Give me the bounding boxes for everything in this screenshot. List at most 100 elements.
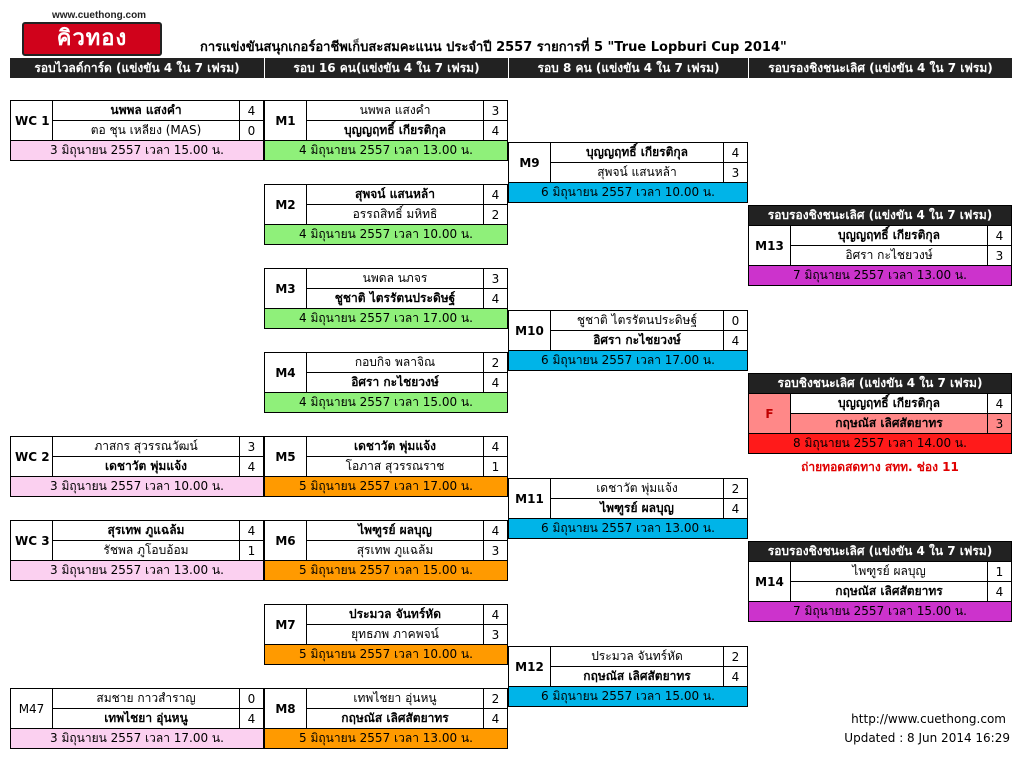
match-date: 6 มิถุนายน 2557 เวลา 17.00 น. xyxy=(508,350,748,371)
match-id: M4 xyxy=(264,352,307,393)
score: 4 xyxy=(987,225,1012,246)
player-name: กฤษณัส เลิศสัตยาทร xyxy=(550,666,724,687)
player-name: ไพฑูรย์ ผลบุญ xyxy=(306,520,484,541)
match-id: M14 xyxy=(748,561,791,602)
match-date: 3 มิถุนายน 2557 เวลา 17.00 น. xyxy=(10,728,264,749)
round-label: รอบรองชิงชนะเลิศ (แข่งขัน 4 ใน 7 เฟรม) xyxy=(748,541,1012,562)
match-id: M10 xyxy=(508,310,551,351)
player-name: กฤษณัส เลิศสัตยาทร xyxy=(306,708,484,729)
match-date: 8 มิถุนายน 2557 เวลา 14.00 น. xyxy=(748,433,1012,454)
match-wc1: WC 1 นพพล แสงคำ 4 ตอ ชุน เหลียง (MAS) 0 … xyxy=(10,100,264,161)
score: 4 xyxy=(723,498,748,519)
match-date: 4 มิถุนายน 2557 เวลา 10.00 น. xyxy=(264,224,508,245)
match-id: M2 xyxy=(264,184,307,225)
match-id: M6 xyxy=(264,520,307,561)
score: 4 xyxy=(239,520,264,541)
match-date: 5 มิถุนายน 2557 เวลา 13.00 น. xyxy=(264,728,508,749)
match-m1: M1 นพพล แสงคำ 3 บุญญฤทธิ์ เกียรติกุล 4 4… xyxy=(264,100,508,161)
player-name: นพดล นภจร xyxy=(306,268,484,289)
match-date: 7 มิถุนายน 2557 เวลา 13.00 น. xyxy=(748,265,1012,286)
player-name: ประมวล จันทร์หัด xyxy=(550,646,724,667)
match-date: 7 มิถุนายน 2557 เวลา 15.00 น. xyxy=(748,601,1012,622)
player-name: เดชาวัต พุ่มแจ้ง xyxy=(550,478,724,499)
player-name: ประมวล จันทร์หัด xyxy=(306,604,484,625)
score: 4 xyxy=(723,142,748,163)
match-m3: M3 นพดล นภจร 3 ชูชาติ ไตรรัตนประดิษฐ์ 4 … xyxy=(264,268,508,329)
footer-updated: Updated : 8 Jun 2014 16:29 xyxy=(844,731,1010,745)
player-name: สุพจน์ แสนหล้า xyxy=(550,162,724,183)
match-id: M7 xyxy=(264,604,307,645)
score: 3 xyxy=(723,162,748,183)
player-name: สุรเทพ ภูแฉล้ม xyxy=(52,520,240,541)
player-name: บุญญฤทธิ์ เกียรติกุล xyxy=(550,142,724,163)
logo-url: www.cuethong.com xyxy=(52,10,147,21)
player-name: สุพจน์ แสนหล้า xyxy=(306,184,484,205)
player-name: เดชาวัต พุ่มแจ้ง xyxy=(52,456,240,477)
player-name: ชูชาติ ไตรรัตนประดิษฐ์ xyxy=(306,288,484,309)
match-m11: M11 เดชาวัต พุ่มแจ้ง 2 ไพฑูรย์ ผลบุญ 4 6… xyxy=(508,478,748,539)
score: 4 xyxy=(483,288,508,309)
player-name: ชูชาติ ไตรรัตนประดิษฐ์ xyxy=(550,310,724,331)
player-name: กฤษณัส เลิศสัตยาทร xyxy=(790,413,988,434)
match-date: 6 มิถุนายน 2557 เวลา 15.00 น. xyxy=(508,686,748,707)
header-wildcard: รอบไวลด์การ์ด (แข่งขัน 4 ใน 7 เฟรม) xyxy=(10,58,264,78)
match-date: 4 มิถุนายน 2557 เวลา 13.00 น. xyxy=(264,140,508,161)
match-date: 6 มิถุนายน 2557 เวลา 13.00 น. xyxy=(508,518,748,539)
player-name: สมชาย กาวสำราญ xyxy=(52,688,240,709)
match-date: 4 มิถุนายน 2557 เวลา 15.00 น. xyxy=(264,392,508,413)
broadcast-note: ถ่ายทอดสดทาง สทท. ช่อง 11 xyxy=(801,460,959,474)
footer-url[interactable]: http://www.cuethong.com xyxy=(851,712,1006,726)
score: 2 xyxy=(483,204,508,225)
player-name: บุญญฤทธิ์ เกียรติกุล xyxy=(306,120,484,141)
score: 0 xyxy=(723,310,748,331)
score: 3 xyxy=(483,624,508,645)
score: 4 xyxy=(239,708,264,729)
score: 4 xyxy=(483,436,508,457)
match-id: M13 xyxy=(748,225,791,266)
player-name: เทพไชยา อุ่นหนู xyxy=(306,688,484,709)
player-name: ไพฑูรย์ ผลบุญ xyxy=(790,561,988,582)
score: 2 xyxy=(723,478,748,499)
player-name: เดชาวัต พุ่มแจ้ง xyxy=(306,436,484,457)
logo-mark: คิวทอง xyxy=(22,22,162,56)
player-name: นพพล แสงคำ xyxy=(306,100,484,121)
match-m8: M8 เทพไชยา อุ่นหนู 2 กฤษณัส เลิศสัตยาทร … xyxy=(264,688,508,749)
match-id: M47 xyxy=(10,688,53,729)
match-m10: M10 ชูชาติ ไตรรัตนประดิษฐ์ 0 อิศรา กะไชย… xyxy=(508,310,748,371)
score: 2 xyxy=(483,688,508,709)
match-m2: M2 สุพจน์ แสนหล้า 4 อรรถสิทธิ์ มหิทธิ 2 … xyxy=(264,184,508,245)
match-id: M12 xyxy=(508,646,551,687)
match-date: 4 มิถุนายน 2557 เวลา 17.00 น. xyxy=(264,308,508,329)
score: 3 xyxy=(239,436,264,457)
player-name: โอภาส สุวรรณราช xyxy=(306,456,484,477)
match-date: 3 มิถุนายน 2557 เวลา 15.00 น. xyxy=(10,140,264,161)
match-id: WC 3 xyxy=(10,520,53,561)
match-id: F xyxy=(748,393,791,434)
score: 4 xyxy=(986,393,1013,414)
player-name: กอบกิจ พลาจิณ xyxy=(306,352,484,373)
header-round8: รอบ 8 คน (แข่งขัน 4 ใน 7 เฟรม) xyxy=(508,58,748,78)
match-m13: รอบรองชิงชนะเลิศ (แข่งขัน 4 ใน 7 เฟรม) M… xyxy=(748,205,1012,286)
match-id: M5 xyxy=(264,436,307,477)
player-name: ตอ ชุน เหลียง (MAS) xyxy=(52,120,240,141)
score: 4 xyxy=(483,604,508,625)
match-id: WC 1 xyxy=(10,100,53,141)
score: 4 xyxy=(239,456,264,477)
player-name: รัชพล ภูโอบอ้อม xyxy=(52,540,240,561)
match-m7: M7 ประมวล จันทร์หัด 4 ยุทธภพ ภาคพจน์ 3 5… xyxy=(264,604,508,665)
score: 3 xyxy=(483,540,508,561)
player-name: อรรถสิทธิ์ มหิทธิ xyxy=(306,204,484,225)
score: 1 xyxy=(483,456,508,477)
score: 2 xyxy=(723,646,748,667)
match-id: M1 xyxy=(264,100,307,141)
score: 4 xyxy=(239,100,264,121)
match-m4: M4 กอบกิจ พลาจิณ 2 อิศรา กะไชยวงษ์ 4 4 ม… xyxy=(264,352,508,413)
score: 3 xyxy=(483,100,508,121)
match-date: 5 มิถุนายน 2557 เวลา 17.00 น. xyxy=(264,476,508,497)
score: 1 xyxy=(239,540,264,561)
header-semifinal: รอบรองชิงชนะเลิศ (แข่งขัน 4 ใน 7 เฟรม) xyxy=(748,58,1012,78)
match-id: M9 xyxy=(508,142,551,183)
score: 3 xyxy=(986,413,1013,434)
match-id: M3 xyxy=(264,268,307,309)
match-date: 6 มิถุนายน 2557 เวลา 10.00 น. xyxy=(508,182,748,203)
